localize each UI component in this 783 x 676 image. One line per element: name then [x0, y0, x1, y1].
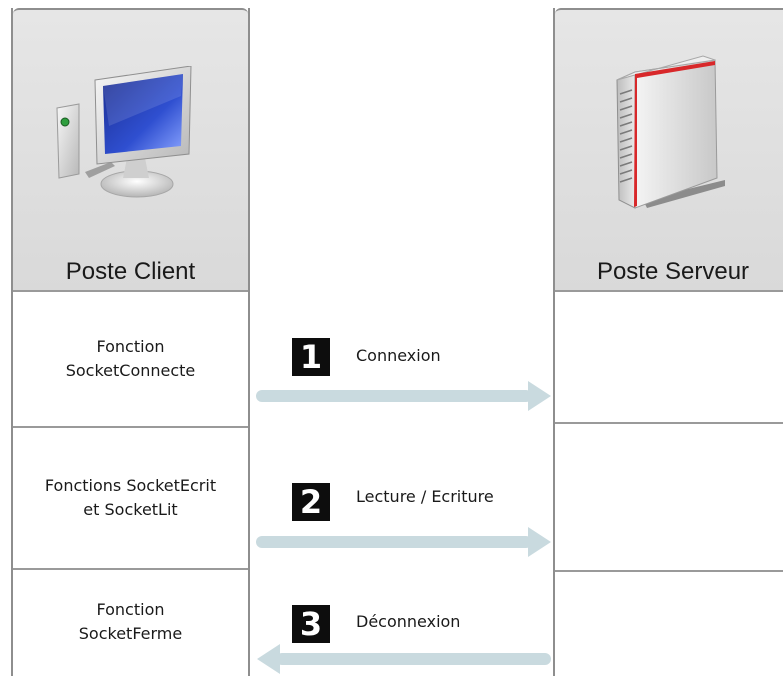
- arrow-step-1: [256, 381, 551, 411]
- step-label: Lecture / Ecriture: [356, 487, 494, 506]
- desktop-computer-icon: [49, 65, 199, 206]
- client-column: Poste Client Fonction SocketConnecte Fon…: [11, 8, 250, 676]
- client-function-cell-3: Fonction SocketFerme: [13, 568, 248, 676]
- step-number-badge: 2: [292, 483, 330, 521]
- server-cell-3: [555, 570, 783, 676]
- arrow-step-3: [257, 644, 551, 674]
- function-label: Fonction SocketConnecte: [65, 337, 196, 380]
- server-header: Poste Serveur: [555, 8, 783, 290]
- client-header: Poste Client: [13, 8, 248, 290]
- client-function-cell-2: Fonctions SocketEcrit et SocketLit: [13, 426, 248, 568]
- server-column: Poste Serveur: [553, 8, 783, 676]
- arrow-step-2: [256, 527, 551, 557]
- step-number-badge: 1: [292, 338, 330, 376]
- function-label: Fonction SocketFerme: [78, 600, 183, 643]
- server-cell-2: [555, 422, 783, 570]
- step-number-badge: 3: [292, 605, 330, 643]
- server-cell-1: [555, 290, 783, 422]
- server-title: Poste Serveur: [596, 258, 750, 285]
- client-title: Poste Client: [65, 258, 196, 285]
- function-label: Fonctions SocketEcrit et SocketLit: [44, 476, 217, 519]
- client-function-cell-1: Fonction SocketConnecte: [13, 290, 248, 426]
- step-label: Connexion: [356, 346, 441, 365]
- server-tower-icon: [607, 50, 737, 220]
- step-label: Déconnexion: [356, 612, 461, 631]
